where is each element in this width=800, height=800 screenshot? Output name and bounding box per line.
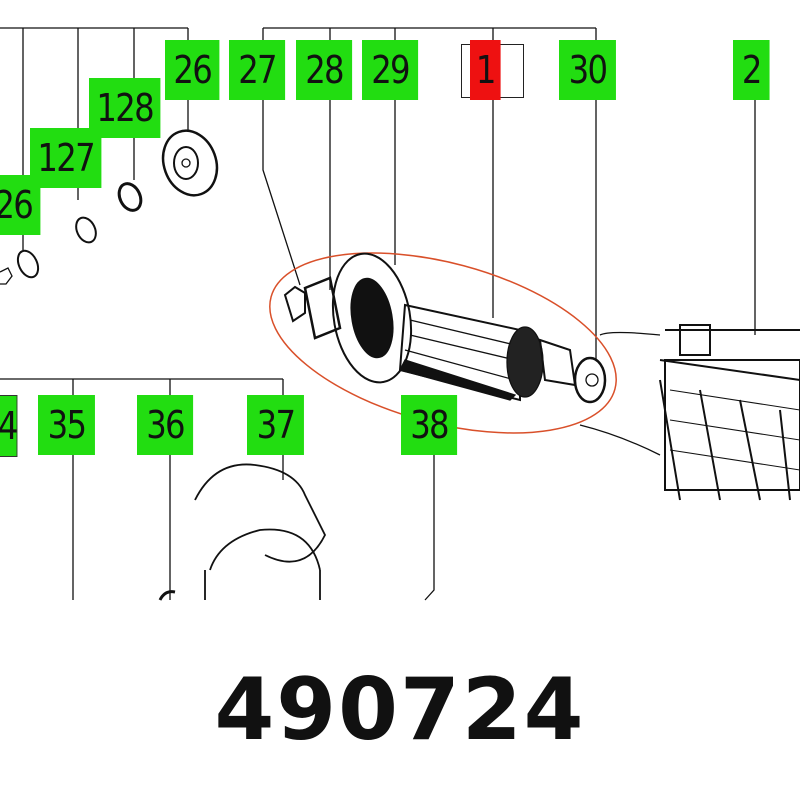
part-number: 490724: [214, 660, 586, 760]
callout-38[interactable]: 38: [401, 395, 458, 455]
callout-26[interactable]: 26: [165, 40, 220, 100]
callout-128[interactable]: 128: [89, 78, 161, 138]
callout-4-partial[interactable]: 4: [0, 395, 18, 457]
callout-35[interactable]: 35: [38, 395, 95, 455]
callout-29[interactable]: 29: [362, 40, 419, 100]
callout-26-left[interactable]: 26: [0, 175, 41, 235]
armature-drawing: [269, 252, 661, 456]
callout-30[interactable]: 30: [559, 40, 616, 100]
callout-36[interactable]: 36: [137, 395, 194, 455]
callout-28[interactable]: 28: [296, 40, 353, 100]
bearing-and-washers: [0, 129, 219, 285]
hose-parts-drawing: [158, 463, 327, 601]
callout-2[interactable]: 2: [733, 40, 770, 100]
motor-housing-drawing: [659, 324, 800, 501]
callout-127[interactable]: 127: [30, 128, 102, 188]
callout-1-selected[interactable]: 1: [470, 40, 501, 100]
callout-27[interactable]: 27: [229, 40, 286, 100]
callout-37[interactable]: 37: [247, 395, 304, 455]
